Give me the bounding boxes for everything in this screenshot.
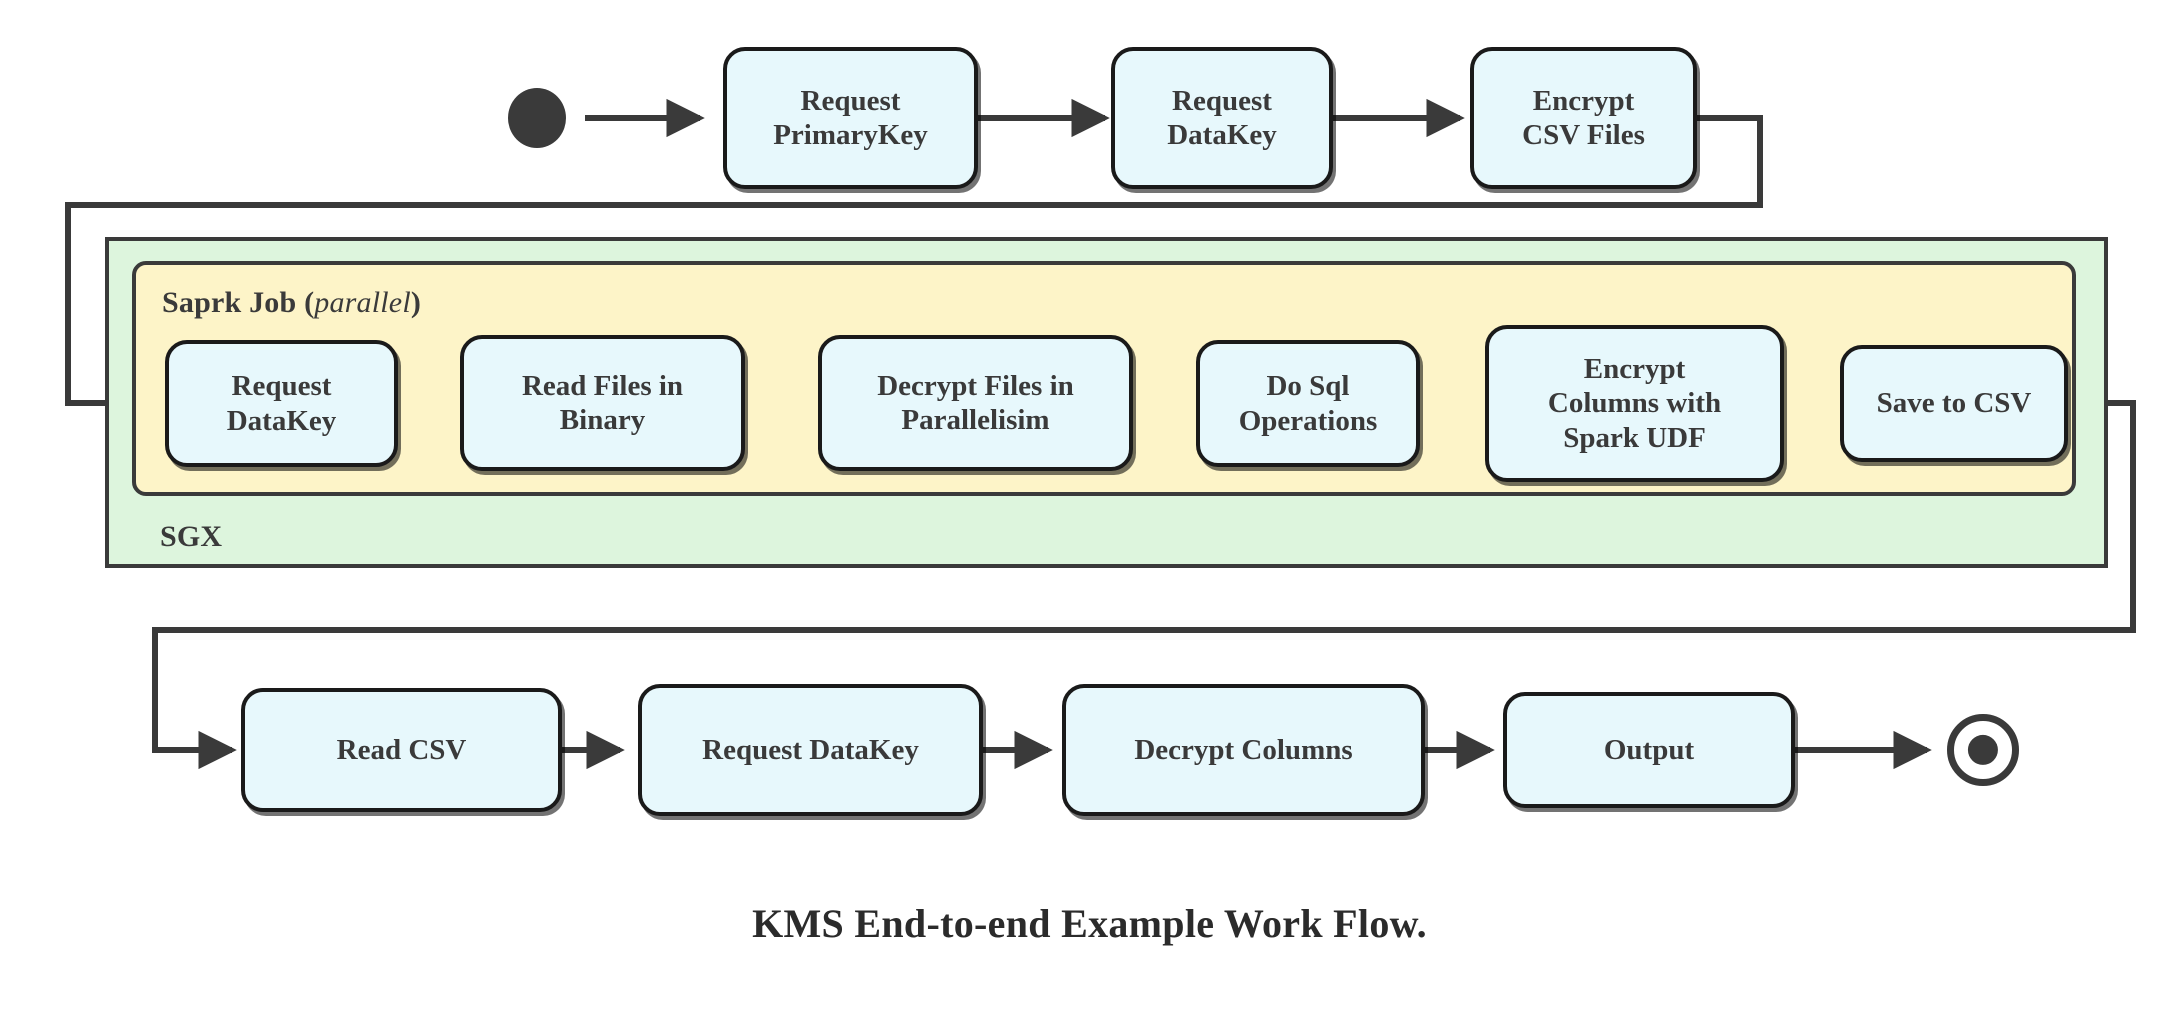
spark-job-label-bold: Saprk Job xyxy=(162,286,297,319)
node-do-sql-operations-label: Do Sql Operations xyxy=(1238,370,1378,437)
node-encrypt-columns-with-spark-udf-label: Encrypt Columns with Spark UDF xyxy=(1547,353,1722,454)
spark-job-label-paren-close: ) xyxy=(410,286,422,319)
node-output[interactable]: Output xyxy=(1503,692,1795,808)
start-node xyxy=(508,88,566,148)
diagram-caption: KMS End-to-end Example Work Flow. xyxy=(752,901,1427,946)
spark-job-label-paren-open: ( xyxy=(304,286,315,319)
node-read-csv-label: Read CSV xyxy=(336,733,467,766)
node-request-datakey-top-label: Request DataKey xyxy=(1167,84,1277,151)
node-decrypt-files-in-parallelisim-label: Decrypt Files in Parallelisim xyxy=(877,369,1074,436)
node-output-label: Output xyxy=(1603,733,1695,766)
node-decrypt-columns[interactable]: Decrypt Columns xyxy=(1062,684,1425,816)
node-decrypt-columns-label: Decrypt Columns xyxy=(1134,733,1353,766)
node-do-sql-operations[interactable]: Do Sql Operations xyxy=(1196,340,1420,467)
node-read-files-in-binary-label: Read Files in Binary xyxy=(521,369,684,436)
node-request-datakey-top[interactable]: Request DataKey xyxy=(1111,47,1333,189)
end-node xyxy=(1947,714,2019,786)
node-read-files-in-binary[interactable]: Read Files in Binary xyxy=(460,335,745,471)
node-save-to-csv-label: Save to CSV xyxy=(1876,387,2032,420)
node-request-datakey-bottom-label: Request DataKey xyxy=(702,733,919,766)
sgx-label: SGX xyxy=(160,520,223,553)
node-read-csv[interactable]: Read CSV xyxy=(241,688,562,812)
node-save-to-csv[interactable]: Save to CSV xyxy=(1840,345,2068,462)
node-request-datakey-bottom[interactable]: Request DataKey xyxy=(638,684,983,816)
node-encrypt-csv-files[interactable]: Encrypt CSV Files xyxy=(1470,47,1697,189)
node-encrypt-columns-with-spark-udf[interactable]: Encrypt Columns with Spark UDF xyxy=(1485,325,1784,482)
node-request-datakey-mid[interactable]: Request DataKey xyxy=(165,340,398,467)
node-request-primarykey[interactable]: Request PrimaryKey xyxy=(723,47,978,189)
node-decrypt-files-in-parallelisim[interactable]: Decrypt Files in Parallelisim xyxy=(818,335,1133,471)
node-request-datakey-mid-label: Request DataKey xyxy=(226,370,337,437)
spark-job-label-italic: parallel xyxy=(314,286,411,319)
node-encrypt-csv-files-label: Encrypt CSV Files xyxy=(1522,84,1645,151)
node-request-primarykey-label: Request PrimaryKey xyxy=(773,84,928,151)
spark-job-label: Saprk Job (parallel) xyxy=(162,286,421,320)
